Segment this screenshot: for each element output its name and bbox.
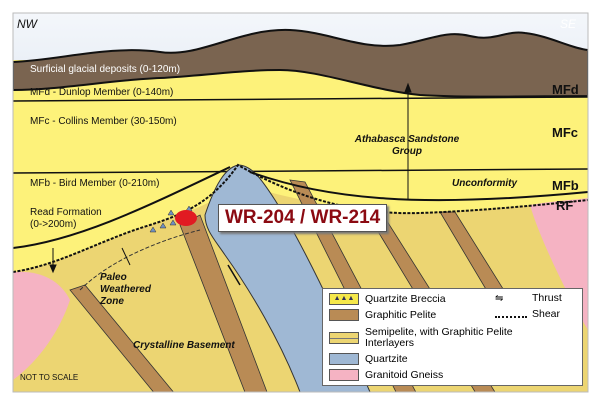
legend-label: Graphitic Pelite <box>365 308 437 321</box>
legend-item-quartzite: Quartzite <box>329 353 408 365</box>
se-label: SE <box>560 17 577 31</box>
thrust-arrow-icon <box>227 264 241 286</box>
legend-item-graphitic-pelite: Graphitic Pelite <box>329 309 436 321</box>
mfc-mfb-boundary <box>13 168 588 174</box>
mfc-label: MFc - Collins Member (30-150m) <box>30 116 177 127</box>
unconformity-line <box>249 171 588 202</box>
frame <box>12 12 589 393</box>
drillhole-callout: WR-204 / WR-214 <box>218 204 388 232</box>
drill-location-marker <box>175 210 197 226</box>
read-formation-top <box>13 166 231 249</box>
paleo-weathered-zone-line <box>79 229 201 291</box>
mfb-label: MFb - Bird Member (0-210m) <box>30 178 160 189</box>
unconformity-label: Unconformity <box>452 178 517 189</box>
paleo-weathered-zone-label: Paleo Weathered Zone <box>100 272 151 307</box>
legend-label: Quartzite <box>365 352 408 365</box>
pelite-swatch-icon <box>329 309 359 321</box>
shear-unconformity <box>13 163 588 273</box>
legend-item-shear: Shear <box>495 309 560 320</box>
code-rf: RF <box>556 198 574 213</box>
legend: ▲▲▲ Quartzite Breccia Graphitic Pelite S… <box>322 288 583 386</box>
glacial-label: Surficial glacial deposits (0-120m) <box>30 64 181 75</box>
read-formation-label: Read Formation <box>30 207 102 218</box>
read-formation-thickness: (0->200m) <box>30 219 77 230</box>
arrow-head-up <box>404 82 412 93</box>
legend-label: Granitoid Gneiss <box>365 368 444 381</box>
crystalline-basement-label: Crystalline Basement <box>133 340 235 351</box>
legend-label: Thrust <box>532 292 562 304</box>
thrust-symbol-icon: ⇋ <box>495 293 503 304</box>
legend-label: Shear <box>532 308 561 320</box>
semipelite-swatch-icon <box>329 332 359 344</box>
code-mfc: MFc <box>552 125 578 140</box>
quartzite-swatch-icon <box>329 353 359 365</box>
legend-item-quartzite-breccia: ▲▲▲ Quartzite Breccia <box>329 293 446 305</box>
legend-item-granitoid-gneiss: Granitoid Gneiss <box>329 369 443 381</box>
arrow-head-down <box>49 264 57 274</box>
code-mfb: MFb <box>552 178 579 193</box>
legend-item-thrust: ⇋ Thrust <box>495 292 562 305</box>
gneiss-swatch-icon <box>329 369 359 381</box>
glacial-deposits <box>13 28 588 98</box>
athabasca-label: Athabasca Sandstone Group <box>354 134 460 157</box>
not-to-scale-label: NOT TO SCALE <box>20 373 79 382</box>
legend-item-semipelite: Semipelite, with Graphitic Pelite Interl… <box>329 327 529 349</box>
breccia-swatch-icon: ▲▲▲ <box>329 293 359 305</box>
nw-label: NW <box>17 17 37 31</box>
legend-label: Semipelite, with Graphitic Pelite Interl… <box>365 326 513 349</box>
shear-symbol-icon <box>495 311 527 318</box>
code-mfd: MFd <box>552 82 579 97</box>
paleo-arrow <box>121 247 131 266</box>
granitoid-gneiss-left <box>13 271 70 380</box>
mfd-mfc-boundary <box>13 96 588 102</box>
legend-label: Quartzite Breccia <box>365 292 446 305</box>
mfd-label: MFd - Dunlop Member (0-140m) <box>30 87 174 98</box>
